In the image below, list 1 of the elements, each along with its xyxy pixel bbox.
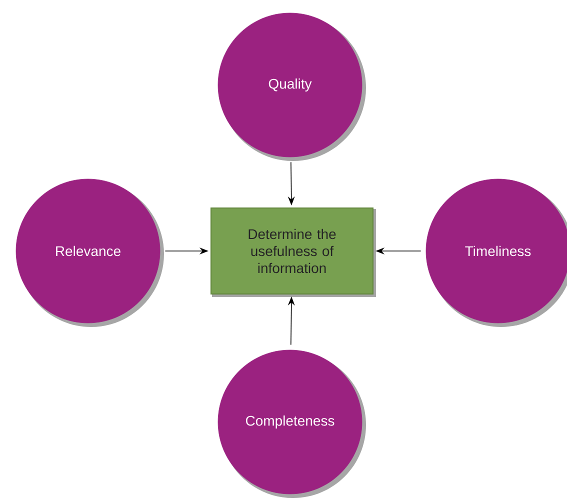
process-box: Determine the usefulness of information (210, 208, 374, 294)
